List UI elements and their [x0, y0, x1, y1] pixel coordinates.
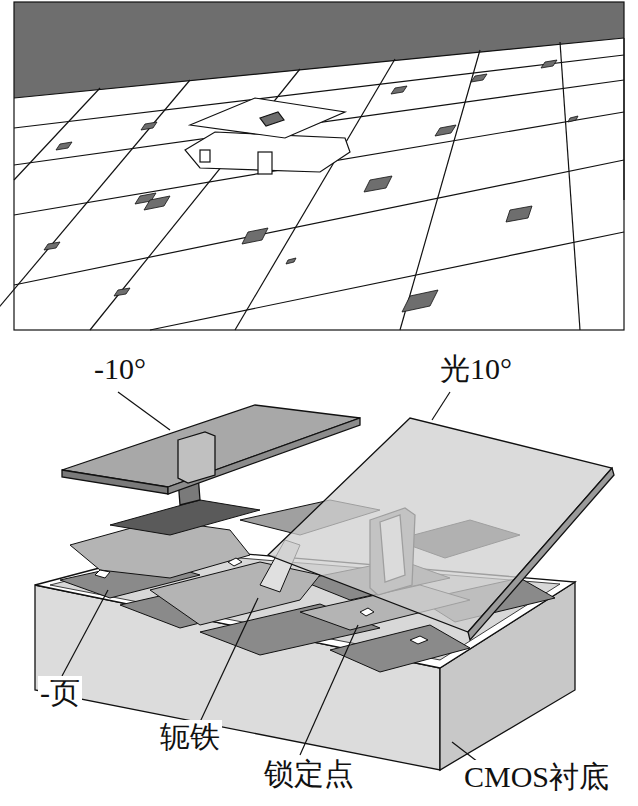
part-label: -10°: [92, 352, 148, 385]
mirror-array: [0, 2, 624, 330]
part-label: 轭铁: [158, 720, 222, 753]
tilted-mirror: [185, 98, 350, 174]
part-label: CMOS衬底: [462, 760, 611, 793]
panel-frame: [14, 2, 624, 330]
part-label: 锁定点: [262, 757, 356, 790]
mirror-pads: [44, 60, 578, 312]
leader-lines: [62, 392, 478, 762]
left-mirror: [62, 405, 360, 505]
part-label: 光10°: [438, 352, 514, 385]
part-label: -页: [38, 676, 82, 709]
right-mirror: [268, 418, 614, 640]
